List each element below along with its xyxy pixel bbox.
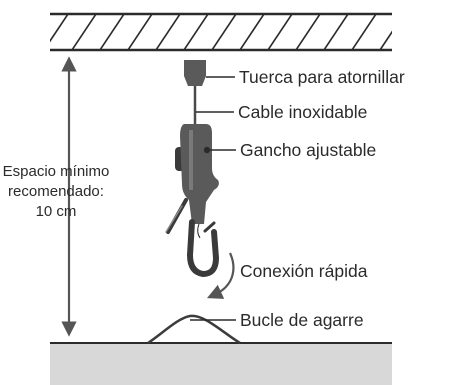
adjustable-hook [165, 124, 220, 278]
ceiling [50, 12, 392, 52]
ceiling-hatching [50, 14, 392, 50]
label-stainless-cable: Cable inoxidable [238, 102, 367, 122]
label-grip-loop: Bucle de agarre [240, 310, 364, 330]
floor-surface [50, 343, 392, 385]
label-quick-connect: Conexión rápida [240, 261, 368, 281]
spacing-note-line2: recomendado: [8, 183, 104, 200]
quick-connect-arrow [206, 252, 235, 299]
spacing-note-line1: Espacio mínimo [3, 163, 110, 180]
spacing-note-line3: 10 cm [36, 203, 77, 220]
label-adjustable-hook: Gancho ajustable [240, 140, 376, 160]
label-screw-nut: Tuerca para atornillar [239, 67, 405, 87]
screw-nut [184, 60, 206, 86]
grip-loop [147, 314, 241, 345]
